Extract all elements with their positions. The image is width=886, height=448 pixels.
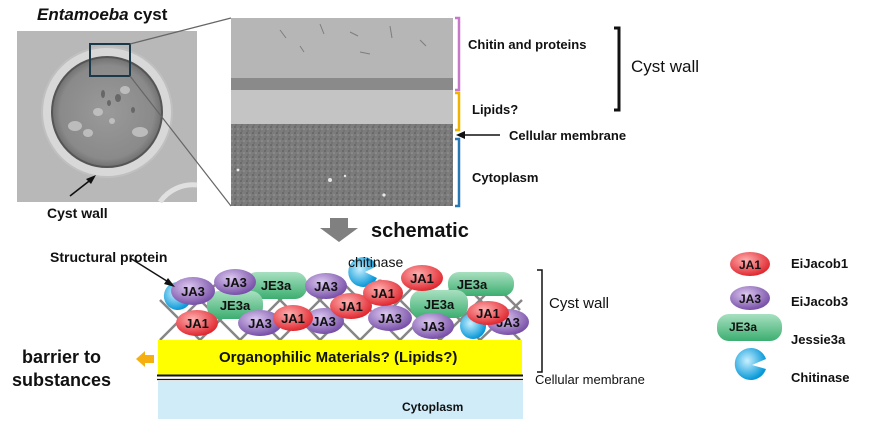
cyst-title-genus: Entamoeba: [37, 5, 129, 24]
lipid-layer-label: Organophilic Materials? (Lipids?): [219, 349, 458, 366]
svg-text:JE3a: JE3a: [261, 278, 292, 293]
ja3-protein: JA3: [238, 310, 282, 336]
chitin-bracket: [455, 16, 461, 92]
svg-text:JE3a: JE3a: [424, 297, 455, 312]
svg-text:JA1: JA1: [410, 271, 434, 286]
cyst-photo: [17, 31, 198, 204]
cytoplasm-layer: [158, 381, 523, 419]
ja3-protein: JA3: [412, 313, 454, 339]
ja1-protein: JA1: [467, 301, 509, 325]
legend-je3a-shape: JE3a: [717, 314, 782, 341]
svg-text:JE3a: JE3a: [457, 277, 488, 292]
lipids-bracket: [455, 91, 461, 132]
svg-text:JA3: JA3: [739, 292, 761, 306]
cyst-wall-label: Cyst wall: [47, 205, 108, 221]
svg-text:JA3: JA3: [378, 311, 402, 326]
ja1-protein: JA1: [176, 310, 218, 336]
svg-text:JA3: JA3: [314, 279, 338, 294]
barrier-label-line1: barrier to: [22, 347, 102, 367]
legend-ja1-shape: JA1: [730, 252, 770, 276]
barrier-label: barrier to substances: [12, 346, 111, 392]
ja3-protein: JA3: [214, 269, 256, 295]
legend-label-eijacob3: EiJacob3: [791, 294, 849, 309]
svg-text:JA1: JA1: [739, 258, 761, 272]
chitinase-shape: [348, 257, 377, 288]
svg-text:JE3a: JE3a: [729, 320, 757, 334]
lipid-layer: [158, 340, 522, 375]
svg-text:JA1: JA1: [339, 299, 363, 314]
cyst-title-rest: cyst: [128, 5, 168, 24]
structural-protein-label: Structural protein: [50, 249, 168, 265]
svg-text:JA1: JA1: [185, 316, 209, 331]
ja3-protein: JA3: [304, 308, 344, 334]
legend-label-chitinase: Chitinase: [791, 370, 850, 385]
ja1-protein: JA1: [273, 305, 313, 331]
em-membrane-label: Cellular membrane: [509, 128, 627, 143]
legend-label-jessie3a: Jessie3a: [791, 332, 846, 347]
cytoplasm-bracket: [455, 137, 461, 208]
je3a-protein: JE3a: [245, 272, 307, 299]
svg-text:JA1: JA1: [281, 311, 305, 326]
barrier-label-line2: substances: [12, 370, 112, 390]
ja1-protein: JA1: [330, 293, 372, 319]
zoom-box: [89, 43, 131, 77]
svg-text:JA3: JA3: [181, 284, 205, 299]
chitinase-label: chitinase: [348, 254, 404, 270]
em-micrograph: [231, 18, 453, 206]
lipids-label: Lipids?: [472, 102, 519, 117]
je3a-protein: JE3a: [410, 290, 468, 318]
ja3-protein: JA3: [368, 305, 412, 331]
ja1-protein: JA1: [401, 265, 443, 291]
svg-text:JA3: JA3: [223, 275, 247, 290]
barrier-arrow: [136, 351, 154, 367]
cyst-wall-bracket: [614, 26, 621, 112]
schematic-membrane-label: Cellular membrane: [535, 372, 645, 387]
je3a-protein: JE3a: [448, 272, 514, 296]
svg-text:JA1: JA1: [476, 306, 500, 321]
em-cyst-wall-label: Cyst wall: [631, 57, 700, 76]
legend-chitinase-shape: [734, 348, 766, 380]
svg-text:JE3a: JE3a: [220, 298, 251, 313]
ja1-protein: JA1: [363, 280, 403, 306]
legend-ja3-shape: JA3: [730, 286, 770, 310]
svg-text:JA3: JA3: [312, 314, 336, 329]
chitin-label: Chitin and proteins: [468, 37, 587, 52]
ja3-protein: JA3: [305, 273, 347, 299]
cytoplasm-layer-label: Cytoplasm: [402, 400, 464, 414]
ja3-protein: JA3: [171, 277, 215, 305]
schematic-title: schematic: [371, 220, 469, 242]
schematic-cyst-wall-label: Cyst wall: [549, 295, 610, 312]
legend-label-eijacob1: EiJacob1: [791, 256, 849, 271]
svg-text:JA1: JA1: [371, 286, 395, 301]
svg-text:JA3: JA3: [248, 316, 272, 331]
down-arrow: [320, 218, 358, 242]
em-cytoplasm-label: Cytoplasm: [472, 170, 539, 185]
schematic-cyst-wall-bracket: [537, 269, 543, 373]
cyst-title: Entamoeba cyst: [37, 5, 167, 25]
svg-text:JA3: JA3: [421, 319, 445, 334]
